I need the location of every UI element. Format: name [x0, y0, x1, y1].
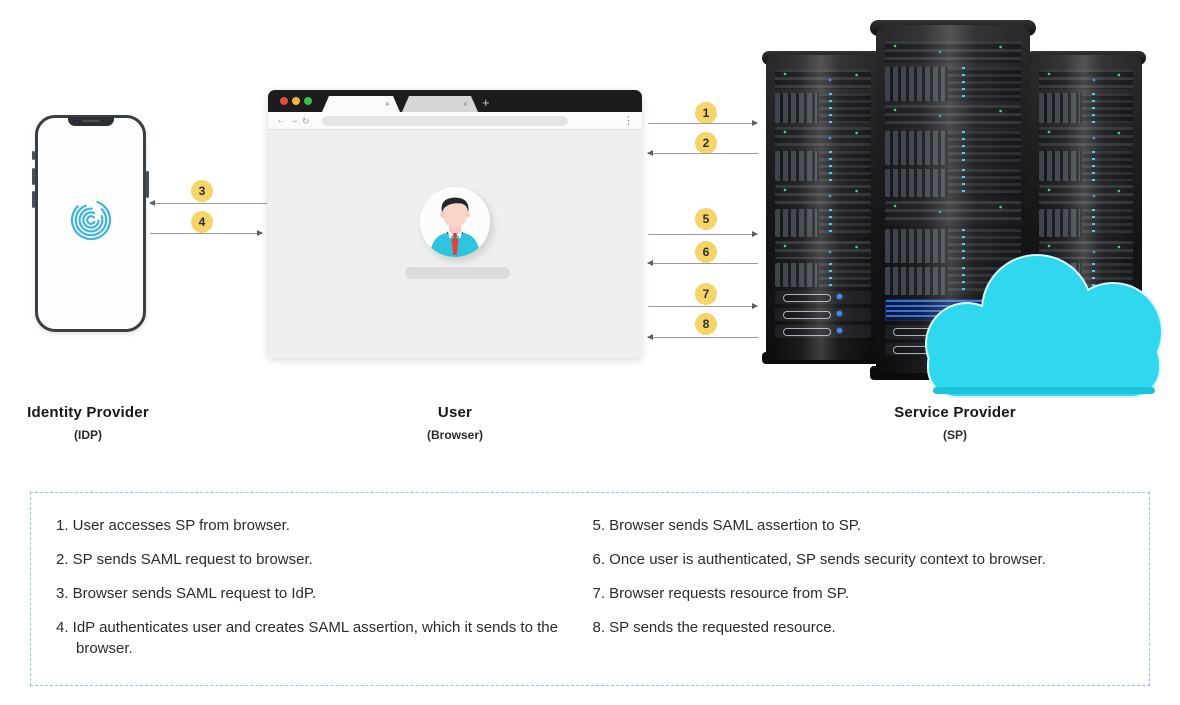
server-tower-middle — [876, 25, 1030, 373]
phone-notch — [67, 117, 114, 126]
idp-label: Identity Provider (IDP) — [0, 404, 178, 442]
legend-step-1: 1. User accesses SP from browser. — [56, 517, 290, 534]
browser-title-bar: × × + — [268, 90, 642, 112]
arrow-step-7 — [648, 303, 758, 309]
user-title: User — [437, 404, 473, 421]
legend-step-4: 4. IdP authenticates user and creates SA… — [56, 619, 558, 657]
user-browser-window: × × + ← → ↻ ⋮ — [268, 90, 642, 358]
arrow-step-8 — [647, 334, 758, 340]
idp-subtitle: (IDP) — [74, 428, 102, 442]
sp-label: Service Provider (SP) — [865, 404, 1045, 442]
user-avatar — [420, 187, 490, 257]
browser-tab-active: × — [322, 96, 400, 112]
legend-step-3: 3. Browser sends SAML request to IdP. — [56, 585, 317, 602]
legend-step-8: 8. SP sends the requested resource. — [592, 619, 836, 636]
step-badge-7: 7 — [695, 283, 717, 305]
legend-step-5: 5. Browser sends SAML assertion to SP. — [592, 517, 861, 534]
step-badge-6: 6 — [695, 241, 717, 263]
step-badge-1: 1 — [695, 102, 717, 124]
legend-right-column: 5. Browser sends SAML assertion to SP. 6… — [593, 515, 1130, 685]
arrow-step-5 — [648, 231, 758, 237]
browser-nav-bar: ← → ↻ ⋮ — [268, 112, 642, 130]
maximize-traffic-light-icon — [304, 97, 312, 105]
step-badge-8: 8 — [695, 313, 717, 335]
idp-phone — [32, 115, 149, 332]
loading-placeholder-bar — [405, 267, 510, 279]
step-badge-5: 5 — [695, 208, 717, 230]
reload-icon: ↻ — [302, 116, 310, 126]
tab-close-icon: × — [462, 99, 468, 109]
legend-step-7: 7. Browser requests resource from SP. — [592, 585, 850, 602]
arrow-step-3 — [149, 200, 267, 206]
steps-legend-box: 1. User accesses SP from browser. 2. SP … — [30, 492, 1150, 686]
legend-left-column: 1. User accesses SP from browser. 2. SP … — [56, 515, 593, 685]
phone-side-button — [32, 191, 35, 208]
phone-side-button — [32, 168, 35, 185]
forward-icon: → — [289, 115, 299, 126]
browser-page-content — [268, 130, 642, 358]
server-tower-left — [766, 55, 880, 360]
tab-close-icon: × — [384, 99, 390, 109]
user-label: User (Browser) — [365, 404, 545, 442]
back-icon: ← — [276, 115, 286, 126]
sp-title: Service Provider — [894, 404, 1016, 421]
step-badge-4: 4 — [191, 211, 213, 233]
fingerprint-icon — [70, 199, 112, 241]
sp-subtitle: (SP) — [943, 428, 967, 442]
browser-tab-inactive: × — [402, 96, 478, 112]
cloud-icon — [925, 254, 1163, 398]
phone-side-button — [146, 171, 149, 198]
close-traffic-light-icon — [280, 97, 288, 105]
minimize-traffic-light-icon — [292, 97, 300, 105]
arrow-step-6 — [647, 260, 758, 266]
legend-step-2: 2. SP sends SAML request to browser. — [56, 551, 313, 568]
idp-title: Identity Provider — [27, 404, 149, 421]
arrow-step-2 — [647, 150, 758, 156]
menu-icon: ⋮ — [623, 115, 634, 127]
arrow-step-4 — [150, 230, 263, 236]
new-tab-icon: + — [482, 95, 490, 110]
step-badge-3: 3 — [191, 180, 213, 202]
arrow-step-1 — [648, 120, 758, 126]
step-badge-2: 2 — [695, 132, 717, 154]
legend-step-6: 6. Once user is authenticated, SP sends … — [592, 551, 1046, 568]
user-subtitle: (Browser) — [426, 428, 483, 442]
url-bar — [322, 116, 568, 126]
phone-side-button — [32, 151, 35, 160]
